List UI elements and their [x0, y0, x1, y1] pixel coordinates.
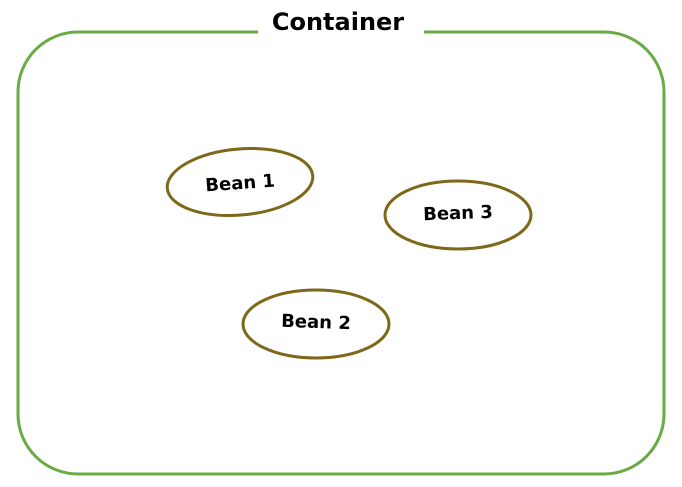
container-title-gap [258, 20, 424, 46]
bean-3-ellipse [383, 179, 533, 251]
bean-2-label: Bean 2 [281, 311, 351, 334]
bean-2-ellipse [241, 288, 391, 360]
bean-2: Bean 2 [241, 288, 391, 360]
bean-1-ellipse [165, 147, 315, 217]
bean-3-label: Bean 3 [423, 202, 493, 225]
bean-1-label: Bean 1 [205, 171, 276, 197]
container-title: Container [272, 8, 404, 36]
bean-1: Bean 1 [165, 147, 315, 217]
bean-3: Bean 3 [383, 179, 533, 251]
container-border [16, 30, 666, 476]
